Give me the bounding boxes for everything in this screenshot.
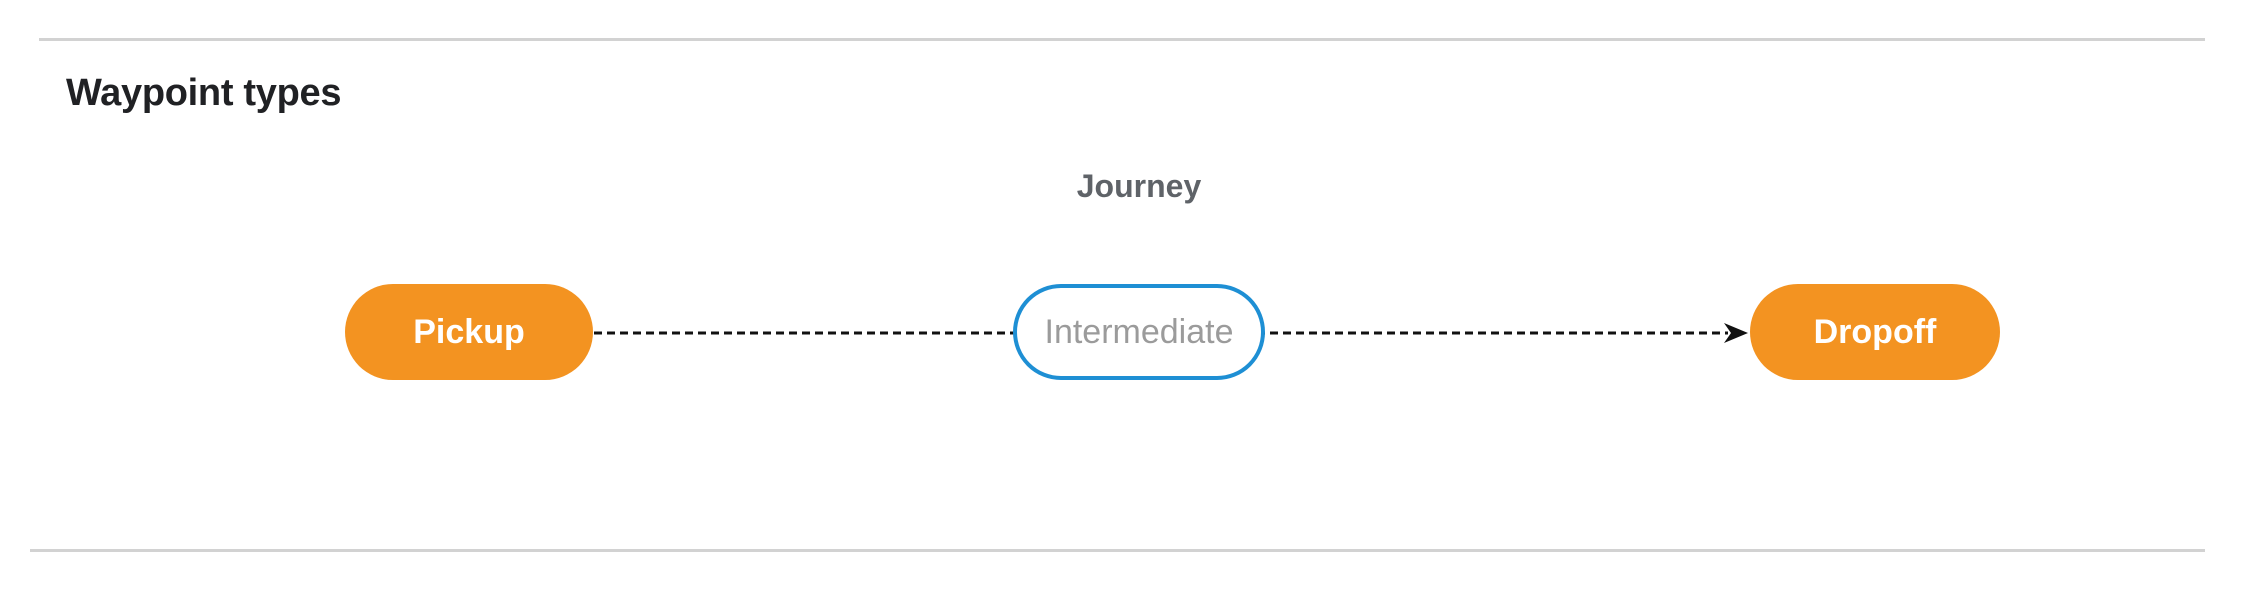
arrowhead-icon bbox=[1724, 323, 1748, 343]
section-title: Waypoint types bbox=[66, 72, 342, 114]
node-pickup: Pickup bbox=[345, 284, 593, 380]
top-divider bbox=[39, 38, 2205, 41]
node-intermediate: Intermediate bbox=[1013, 284, 1265, 380]
bottom-divider bbox=[30, 549, 2205, 552]
journey-label: Journey bbox=[1076, 168, 1202, 204]
dashed-arrow-connector bbox=[594, 323, 1748, 343]
node-dropoff: Dropoff bbox=[1750, 284, 2000, 380]
